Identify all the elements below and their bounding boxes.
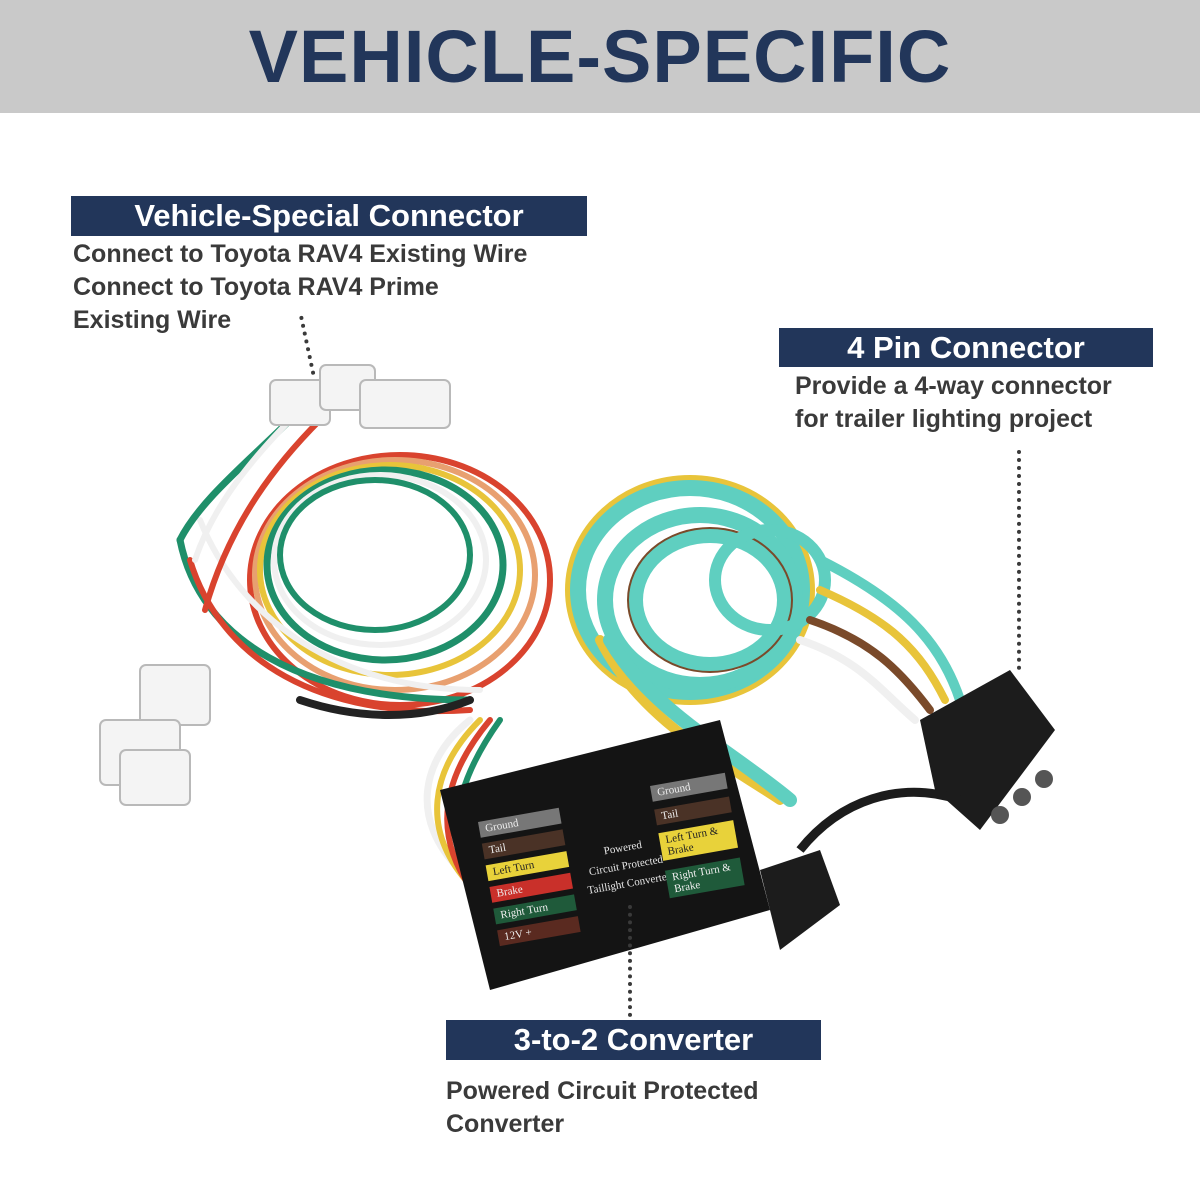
pin-connector-label: 4 Pin Connector — [779, 328, 1153, 367]
pin-connector-line-1: Provide a 4-way connector — [795, 372, 1112, 400]
converter-right-labels: Ground Tail Left Turn & Brake Right Turn… — [650, 770, 758, 899]
vehicle-plug-connectors — [99, 364, 451, 806]
vehicle-connector-description: Connect to Toyota RAV4 Existing Wire Con… — [73, 238, 527, 337]
converter-callout-description: Powered Circuit Protected Converter — [446, 1075, 759, 1141]
converter-right-tail: Tail — [654, 796, 732, 826]
vehicle-connector-line-1: Connect to Toyota RAV4 Existing Wire — [73, 240, 528, 268]
vehicle-connector-line-2: Connect to Toyota RAV4 Prime — [73, 273, 439, 301]
vehicle-connector-label: Vehicle-Special Connector — [71, 196, 587, 236]
pin-connector-line-2: for trailer lighting project — [795, 405, 1093, 433]
top-banner: VEHICLE-SPECIFIC — [0, 0, 1200, 113]
pin-connector-label-text: 4 Pin Connector — [847, 329, 1085, 365]
vehicle-connector-line-3: Existing Wire — [73, 306, 232, 334]
pin-connector-leader-dots — [1017, 450, 1021, 670]
four-pin-connector-shape — [760, 670, 1055, 950]
converter-right-left-turn-brake: Left Turn & Brake — [658, 820, 739, 861]
converter-callout-label: 3-to-2 Converter — [446, 1020, 821, 1060]
pin-connector-description: Provide a 4-way connector for trailer li… — [795, 370, 1112, 436]
converter-callout-label-text: 3-to-2 Converter — [513, 1022, 754, 1057]
converter-leader-dots — [628, 905, 632, 1017]
vehicle-connector-label-text: Vehicle-Special Connector — [134, 198, 524, 233]
converter-callout-line-2: Converter — [446, 1110, 565, 1138]
page-title: VEHICLE-SPECIFIC — [248, 14, 952, 98]
converter-callout-line-1: Powered Circuit Protected — [446, 1077, 759, 1105]
trailer-wire-coil — [565, 475, 965, 807]
